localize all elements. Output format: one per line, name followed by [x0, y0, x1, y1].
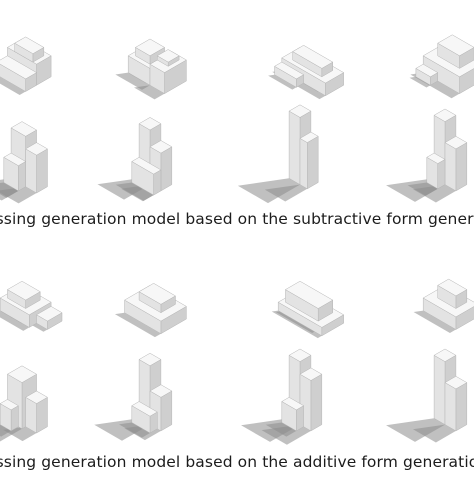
- block-face-left: [444, 382, 457, 432]
- block-face-right: [310, 373, 323, 432]
- block-face-right: [36, 148, 48, 194]
- block-face-left: [299, 138, 308, 190]
- cast-shadow: [409, 76, 431, 88]
- block-face-top: [14, 36, 45, 54]
- block-face-top: [299, 367, 323, 381]
- block-face-top: [131, 401, 158, 417]
- block-face-right: [160, 390, 173, 432]
- block-face-top: [25, 142, 48, 156]
- block-face-top: [288, 348, 312, 362]
- cast-shadow: [115, 182, 154, 201]
- block-face-top: [138, 283, 176, 305]
- block-face-top: [7, 365, 37, 383]
- block-face-top: [285, 280, 333, 309]
- block-face-top: [138, 117, 162, 131]
- block-face-top: [0, 399, 19, 411]
- block-face-top: [437, 34, 474, 57]
- block-face-top: [149, 384, 173, 398]
- massing-model: [115, 38, 187, 100]
- massing-model: [386, 108, 468, 203]
- massing-model: [94, 352, 173, 441]
- caption-additive: assing generation model based on the add…: [0, 453, 474, 471]
- cast-shadow: [30, 323, 48, 332]
- massing-model: [241, 348, 323, 445]
- cast-shadow: [0, 182, 19, 198]
- block-face-top: [131, 157, 162, 175]
- block-face-top: [274, 61, 304, 80]
- massing-model: [97, 117, 173, 202]
- block-face-top: [36, 306, 63, 322]
- block-face-right: [437, 159, 446, 190]
- massing-model: [0, 121, 48, 204]
- massing-model: [0, 365, 48, 442]
- block-face-top: [444, 376, 468, 390]
- massing-model: [0, 280, 63, 332]
- massing-model: [386, 348, 468, 443]
- massing-model: [413, 278, 474, 333]
- massing-model: [409, 34, 474, 99]
- massing-model: [114, 283, 187, 338]
- block-face-top: [444, 136, 468, 150]
- cast-shadow: [0, 76, 26, 95]
- cast-shadow: [133, 85, 165, 100]
- block-face-right: [160, 146, 173, 192]
- cast-shadow: [407, 182, 438, 196]
- block-face-left: [288, 110, 301, 185]
- block-face-top: [25, 390, 48, 404]
- block-face-right: [455, 382, 468, 432]
- block-face-right: [307, 136, 319, 190]
- cast-shadow: [265, 422, 297, 437]
- block-face-top: [288, 104, 312, 118]
- block-face-top: [292, 45, 333, 69]
- block-face-top: [299, 131, 319, 143]
- massing-model: [0, 36, 52, 95]
- block-face-top: [149, 140, 173, 154]
- caption-subtractive: assing generation model based on the sub…: [0, 210, 474, 228]
- cast-shadow: [268, 74, 297, 90]
- massing-model: [268, 45, 344, 100]
- massing-model: [237, 104, 319, 204]
- block-face-top: [138, 352, 162, 367]
- cast-shadow: [413, 310, 456, 333]
- block-face-top: [0, 55, 37, 80]
- block-face-top: [426, 152, 446, 164]
- cast-shadow: [0, 424, 12, 437]
- block-face-top: [3, 152, 26, 166]
- block-face-right: [18, 161, 26, 192]
- massing-model: [271, 280, 344, 339]
- cast-shadow: [412, 424, 456, 443]
- block-face-top: [157, 49, 180, 63]
- block-face-right: [455, 142, 468, 192]
- block-face-top: [433, 108, 457, 122]
- cast-shadow: [264, 184, 308, 202]
- cast-shadow: [0, 310, 30, 331]
- block-face-top: [7, 280, 41, 301]
- block-face-top: [135, 38, 165, 57]
- block-face-top: [433, 348, 457, 362]
- cast-shadow: [119, 422, 150, 438]
- block-face-left: [444, 142, 457, 192]
- cast-shadow: [115, 72, 150, 90]
- block-face-left: [433, 355, 446, 425]
- block-face-top: [10, 121, 37, 137]
- block-face-left: [25, 148, 37, 194]
- block-face-top: [281, 397, 304, 411]
- block-face-top: [437, 278, 468, 297]
- block-face-top: [415, 63, 438, 78]
- cast-shadow: [114, 312, 161, 338]
